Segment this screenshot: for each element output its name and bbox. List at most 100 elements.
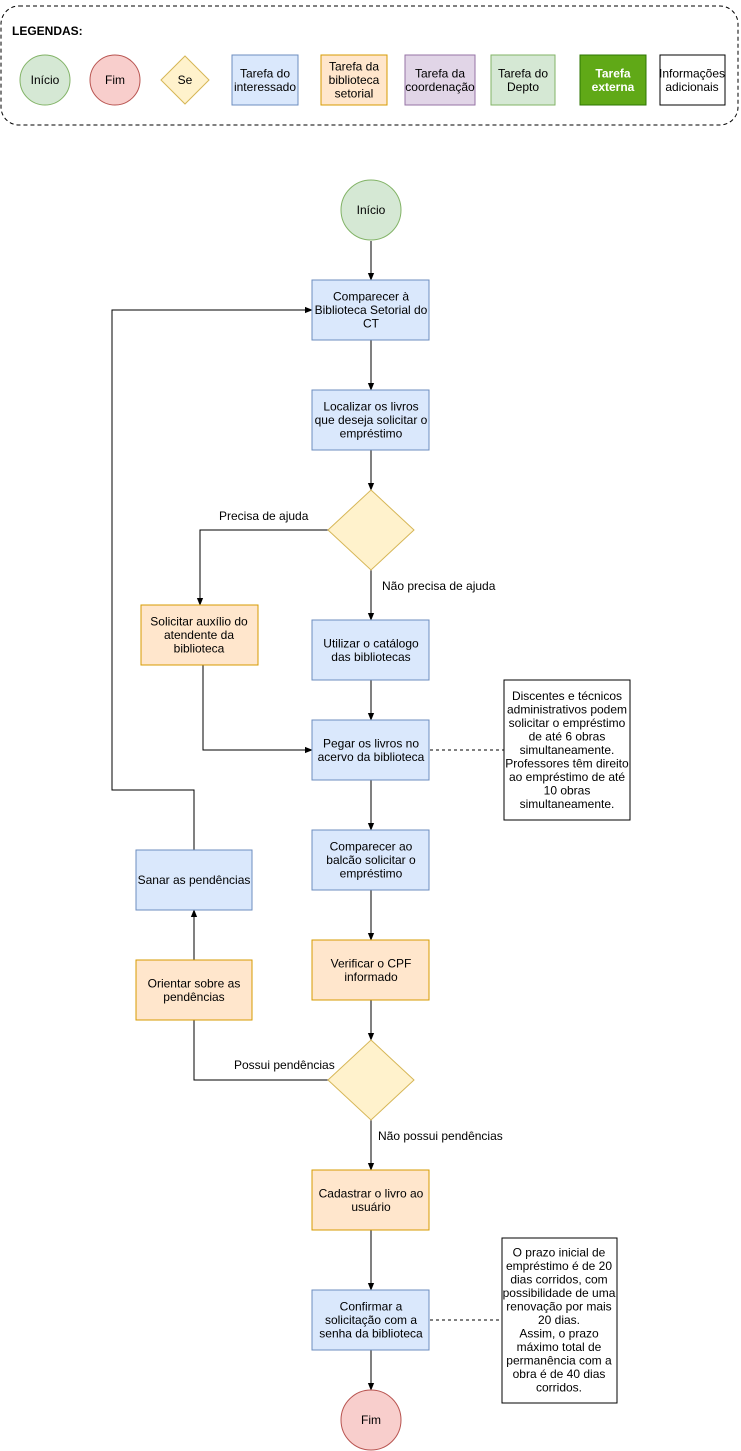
label-line: Verificar o CPF (331, 956, 412, 970)
node-resolve: Sanar as pendências (135, 849, 253, 911)
label-line: atendente da (164, 628, 234, 642)
label-line: simultaneamente. (520, 743, 615, 757)
label-line: CT (363, 317, 380, 331)
label-line: pendências (163, 990, 224, 1004)
label-line: 10 obras (544, 784, 591, 798)
label-line: senha da biblioteca (319, 1327, 423, 1341)
label-line: das bibliotecas (331, 650, 410, 664)
legend-decision-shape (160, 55, 210, 105)
label-line: coordenação (405, 80, 475, 94)
label-line: Início (357, 203, 386, 217)
edge-label-pend-no: Não possui pendências (378, 1129, 503, 1143)
node-resolve-label: Sanar as pendências (138, 873, 251, 887)
legend-task-dept-shape (490, 54, 556, 106)
node-verify-shape (311, 939, 430, 1001)
label-line: Cadastrar o livro ao (319, 1186, 424, 1200)
label-line: empréstimo (340, 427, 403, 441)
label-line: simultaneamente. (520, 797, 615, 811)
label-line: O prazo inicial de (513, 1246, 606, 1260)
label-line: usuário (351, 1200, 391, 1214)
label-line: máximo total de (517, 1340, 602, 1354)
node-note2-shape (501, 1237, 618, 1404)
legend-start: Início (19, 54, 71, 106)
label-line: de até 6 obras (529, 730, 606, 744)
node-ask-help-shape (140, 604, 259, 666)
label-line: Comparecer ao (330, 840, 413, 854)
legend-title: LEGENDAS: (12, 24, 83, 38)
label-line: Discentes e técnicos (512, 689, 622, 703)
label-line: Sanar as pendências (138, 873, 251, 887)
label-line: ao empréstimo de até (509, 770, 625, 784)
label-line: Orientar sobre as (148, 976, 241, 990)
legend-task-external-shape (579, 54, 647, 106)
label-line: que deseja solicitar o (315, 413, 428, 427)
label-line: Solicitar auxílio do (150, 615, 248, 629)
node-decision-pend-shape (327, 1039, 415, 1121)
label-line: Assim, o prazo (519, 1327, 599, 1341)
node-start-shape (340, 179, 402, 241)
label-line: Utilizar o catálogo (323, 636, 419, 650)
label-line: Início (31, 73, 60, 87)
label-line: Informações (659, 66, 725, 80)
node-guide-shape (135, 959, 253, 1021)
node-end: Fim (340, 1389, 402, 1451)
label-line: Biblioteca Setorial do (315, 303, 428, 317)
label-line: acervo da biblioteca (318, 750, 425, 764)
node-catalog-shape (311, 619, 430, 681)
edge-label-help-yes: Precisa de ajuda (219, 509, 309, 523)
label-line: Tarefa (595, 66, 630, 80)
legend-decision-label: Se (178, 73, 193, 87)
node-confirm-shape (311, 1289, 430, 1351)
label-line: solicitar o empréstimo (509, 716, 626, 730)
arrow-decision1-to-ask-help (196, 529, 328, 606)
label-line: empréstimo (340, 867, 403, 881)
node-note1-shape (503, 679, 631, 821)
label-line: solicitação com a (325, 1313, 417, 1327)
node-end-label: Fim (361, 1413, 381, 1427)
label-line: renovação por mais (506, 1300, 611, 1314)
label-line: Confirmar a (340, 1300, 403, 1314)
label-line: Tarefa do (498, 66, 548, 80)
label-line: biblioteca (174, 642, 225, 656)
label-line: 20 dias. (538, 1313, 580, 1327)
label-line: informado (344, 970, 398, 984)
label-line: possibilidade de uma (503, 1286, 616, 1300)
label-line: setorial (335, 87, 374, 101)
label-line: Comparecer à (333, 290, 409, 304)
label-line: adicionais (665, 80, 718, 94)
label-line: permanência com a (506, 1354, 612, 1368)
node-decision-help (327, 489, 415, 571)
node-start: Início (340, 179, 402, 241)
node-decision-help-shape (327, 489, 415, 571)
label-line: Se (178, 73, 193, 87)
label-line: balcão solicitar o (326, 853, 416, 867)
arrow-resolve-to-step1 (111, 306, 313, 850)
label-line: Professores têm direito (505, 757, 629, 771)
node-counter-shape (311, 829, 430, 891)
legend-start-shape (19, 54, 71, 106)
label-line: corridos. (536, 1381, 582, 1395)
